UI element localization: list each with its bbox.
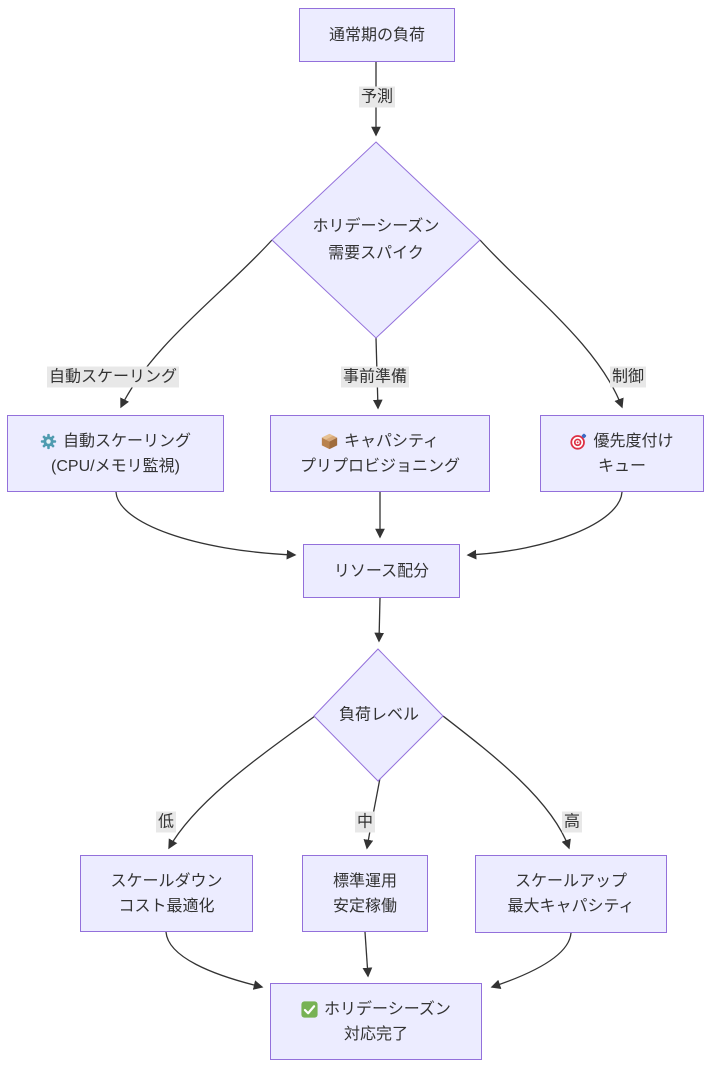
edge-load-to-scaleup [442,715,571,850]
edge-standard-to-complete [362,931,373,978]
edge-label-low: 低 [155,811,177,833]
node-label: 通常期の負荷 [328,26,425,44]
node-capacity-preprovisioning: キャパシティ プリプロビジョニング [270,415,490,492]
edge-label-control: 制御 [609,366,647,388]
edge-load-to-scaledown [168,715,316,850]
node-label-line2: コスト最適化 [118,897,215,915]
edge-scaledown-to-complete [165,931,264,990]
edge-label-prepare: 事前準備 [340,366,410,388]
node-label-line2: 安定稼働 [332,897,397,915]
edge-allocation-to-load [374,597,385,643]
gear-icon [40,433,57,450]
edge-label-predict: 予測 [358,86,396,108]
edge-spike-to-priority [479,239,624,409]
node-label-line2: 最大キャパシティ [507,898,635,915]
target-icon [570,433,587,450]
edge-autoscaling-to-allocation [115,491,297,560]
decision-diamond-load-level [313,648,444,782]
node-label-line1: 標準運用 [332,872,397,890]
check-icon [301,1000,318,1018]
decision-load-level-label: 負荷レベル [338,706,420,724]
node-standard-operations: 標準運用 安定稼働 [302,855,428,932]
edge-label-medium: 中 [354,811,376,833]
node-label-line1: スケールアップ [514,873,627,890]
package-icon [321,433,338,450]
node-label: リソース配分 [333,562,430,580]
node-label-line1: 自動スケーリング [62,432,191,450]
node-normal-load: 通常期の負荷 [299,8,455,62]
decision-diamond-demand-spike [271,141,481,339]
node-label-line2: キュー [597,457,646,475]
node-resource-allocation: リソース配分 [303,544,460,598]
node-label-line2: プリプロビジョニング [299,457,460,475]
node-label-line1: スケールダウン [110,872,223,890]
node-label-line1: キャパシティ [343,432,440,450]
edge-scaleup-to-complete [490,932,572,990]
node-scale-down: スケールダウン コスト最適化 [80,855,253,932]
node-label-line2: 対応完了 [343,1025,408,1043]
node-autoscaling: 自動スケーリング (CPU/メモリ監視) [7,415,224,492]
decision-demand-spike-label: ホリデーシーズン 需要スパイク [312,218,440,262]
edge-label-high: 高 [561,811,583,833]
node-priority-queue: 優先度付け キュー [540,415,704,492]
edge-label-autoscale: 自動スケーリング [46,366,180,388]
node-scale-up: スケールアップ 最大キャパシティ [475,855,667,933]
node-label-line2: (CPU/メモリ監視) [51,457,180,475]
node-holiday-complete: ホリデーシーズン 対応完了 [270,983,482,1060]
node-label-line1: ホリデーシーズン [324,1000,451,1018]
node-label-line1: 優先度付け [593,432,674,450]
edge-priority-to-allocation [466,491,623,560]
